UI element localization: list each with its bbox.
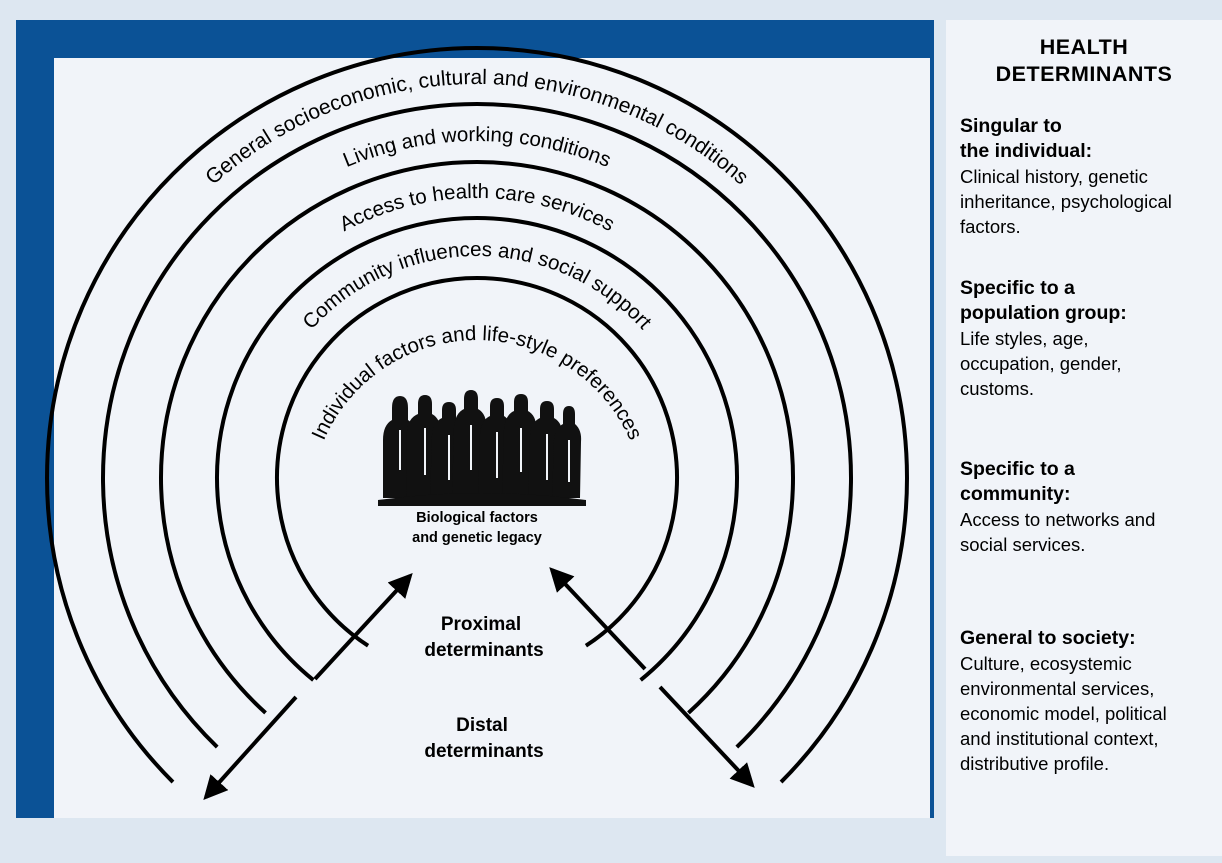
- panel-title-line1: HEALTH: [1039, 35, 1129, 59]
- people-group-icon: [378, 390, 586, 506]
- ring-arc: [159, 160, 795, 715]
- ring-arc: [215, 216, 739, 682]
- ring-arc: [45, 46, 909, 784]
- health-determinants-panel: HEALTH DETERMINANTS Singular to the indi…: [946, 20, 1222, 856]
- ring-label: Living and working conditions: [340, 123, 614, 172]
- people-group-highlights: [399, 425, 570, 482]
- biological-factors-label: Biological factors: [416, 510, 538, 526]
- proximal-label: Proximal: [441, 614, 521, 635]
- genetic-legacy-label: and genetic legacy: [412, 530, 542, 546]
- ring-label: Access to health care services: [336, 180, 618, 236]
- section-individual-heading: Singular to the individual:: [960, 115, 1093, 162]
- left-arrow-upper: [313, 573, 413, 681]
- right-arrow-lower: [658, 685, 755, 788]
- section-population-body: Life styles, age, occupation, gender, cu…: [960, 328, 1122, 399]
- section-community-body: Access to networks and social services.: [960, 509, 1156, 555]
- right-arrow-upper: [549, 567, 647, 671]
- left-arrow-lower: [203, 695, 298, 800]
- section-population-heading: Specific to a population group:: [960, 277, 1127, 324]
- section-society-heading: General to society:: [960, 627, 1136, 649]
- panel-title-line2: DETERMINANTS: [995, 62, 1173, 86]
- proximal-determinants-label: determinants: [424, 640, 543, 661]
- section-society-body: Culture, ecosystemic environmental servi…: [960, 653, 1167, 774]
- distal-determinants-label: determinants: [424, 741, 543, 762]
- ring-arc: [101, 102, 853, 749]
- ring-labels: General socioeconomic, cultural and envi…: [201, 66, 753, 443]
- section-community-heading: Specific to a community:: [960, 458, 1075, 505]
- section-society: General to society: Culture, ecosystemic…: [960, 626, 1220, 776]
- panel-title: HEALTH DETERMINANTS: [946, 34, 1222, 88]
- section-community: Specific to a community: Access to netwo…: [960, 457, 1220, 557]
- ring-arc: [275, 276, 679, 648]
- ring-label-text: Access to health care services: [336, 180, 618, 236]
- section-population-group: Specific to a population group: Life sty…: [960, 276, 1220, 401]
- ring-label-text: Living and working conditions: [340, 123, 614, 172]
- ring-arcs: [45, 46, 909, 784]
- distal-label: Distal: [456, 715, 508, 736]
- section-individual: Singular to the individual: Clinical his…: [960, 114, 1220, 239]
- section-individual-body: Clinical history, genetic inheritance, p…: [960, 166, 1172, 237]
- determinants-diagram: General socioeconomic, cultural and envi…: [45, 46, 909, 800]
